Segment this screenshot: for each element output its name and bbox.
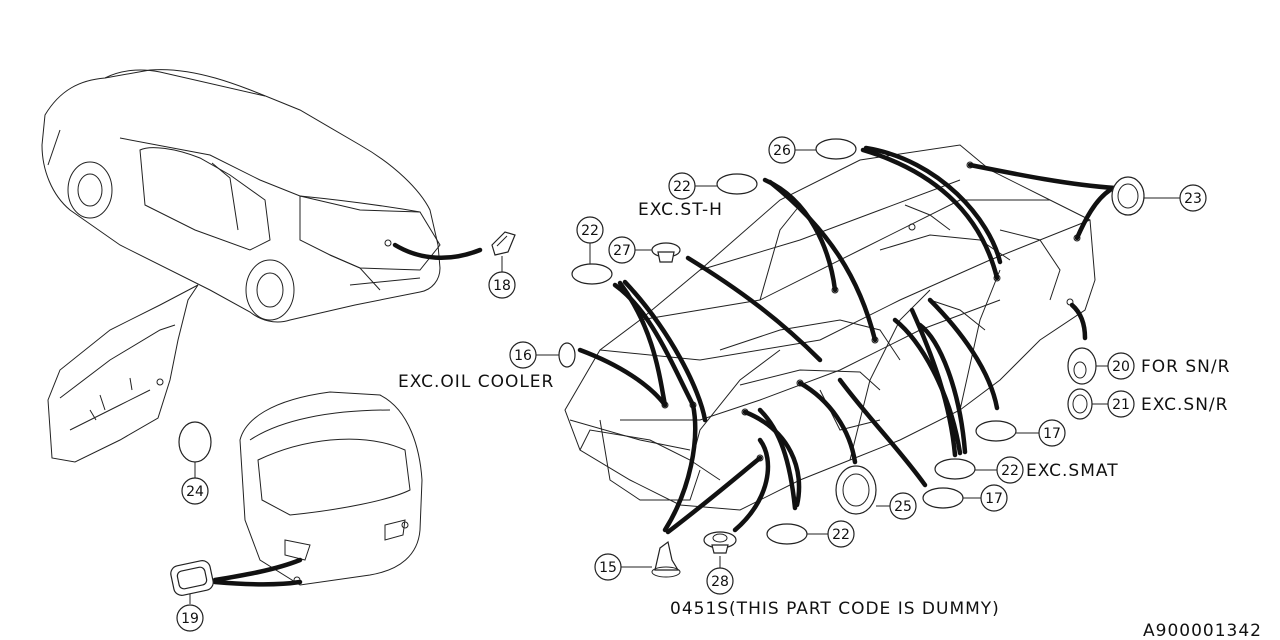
plug-19-icon (170, 560, 214, 596)
leader-22b2 (757, 407, 798, 511)
leader-22a2 (617, 280, 668, 408)
callout-19: 19 (181, 611, 199, 627)
leader-22d3 (917, 322, 968, 455)
leader-18 (392, 242, 483, 260)
callout-22-d: 22 (1001, 463, 1019, 479)
plug-20-icon (1067, 347, 1097, 385)
leader-22a3 (622, 279, 708, 423)
leader-16 (577, 347, 668, 408)
callout-27: 27 (613, 243, 631, 259)
callout-22-b: 22 (832, 527, 850, 543)
callout-22-a: 22 (581, 223, 599, 239)
leader-23 (967, 162, 1118, 191)
callout-17-b: 17 (985, 491, 1003, 507)
plug-17a-icon (975, 420, 1017, 442)
plug-23-icon (1111, 176, 1145, 216)
callout-18: 18 (493, 278, 511, 294)
plug-16-icon (558, 342, 576, 368)
callout-28: 28 (711, 574, 729, 590)
diagram-id: A900001342 (1143, 621, 1262, 640)
leader-lines (212, 145, 1118, 587)
leader-22d2 (892, 317, 963, 456)
clip-28-icon (703, 531, 737, 554)
plug-26-icon (815, 138, 857, 160)
note-exc-st-h: EXC.ST-H (638, 200, 723, 220)
leader-27 (685, 255, 823, 363)
plug-24-icon (178, 421, 212, 463)
leader-15a (662, 402, 698, 533)
callout-24: 24 (186, 484, 204, 500)
leader-22a (612, 282, 696, 408)
leader-23b (1074, 187, 1113, 241)
note-exc-sn-r: EXC.SN/R (1141, 395, 1228, 415)
sedan-illustration (41, 69, 441, 323)
body-shell-illustration (564, 144, 1096, 511)
leader-28 (732, 437, 771, 533)
plug-25-icon (835, 465, 877, 515)
callout-16: 16 (514, 348, 532, 364)
clip-15-icon (651, 540, 681, 578)
leader-17a (927, 297, 1000, 411)
note-exc-smat: EXC.SMAT (1026, 461, 1119, 481)
leader-22b (742, 409, 802, 508)
leader-25 (797, 380, 858, 465)
callout-25: 25 (894, 499, 912, 515)
leader-22c2 (767, 179, 878, 343)
note-for-sn-r: FOR SN/R (1141, 357, 1230, 377)
leader-20 (1069, 302, 1088, 341)
door-illustration (47, 284, 199, 463)
callout-15: 15 (599, 560, 617, 576)
plug-22c-icon (716, 173, 758, 195)
leader-19 (212, 557, 303, 583)
leader-26 (860, 147, 1000, 281)
plug-17b-icon (922, 487, 964, 509)
plug-21-icon (1067, 388, 1093, 420)
callout-20: 20 (1112, 359, 1130, 375)
plug-22a-icon (571, 263, 613, 285)
trunk-lid-illustration (239, 391, 423, 586)
leader-15b (665, 455, 763, 535)
plug-22b-icon (766, 523, 808, 545)
note-exc-oil-cooler: EXC.OIL COOLER (398, 372, 554, 392)
callout-23: 23 (1184, 191, 1202, 207)
callout-21: 21 (1112, 397, 1130, 413)
plug-22d-icon (934, 458, 976, 480)
plug-18-icon (491, 231, 516, 256)
leader-22d (909, 307, 958, 458)
callout-22-c: 22 (673, 179, 691, 195)
callouts: 18 19 24 16 22 27 22 26 23 20 (176, 136, 1207, 632)
callout-26: 26 (773, 143, 791, 159)
callout-17-a: 17 (1043, 426, 1061, 442)
leader-26b (863, 145, 1003, 265)
leader-19b (212, 579, 303, 587)
note-dummy-part-code: 0451S(THIS PART CODE IS DUMMY) (670, 599, 1000, 619)
clip-27-icon (651, 242, 681, 263)
leader-17b (837, 377, 928, 488)
